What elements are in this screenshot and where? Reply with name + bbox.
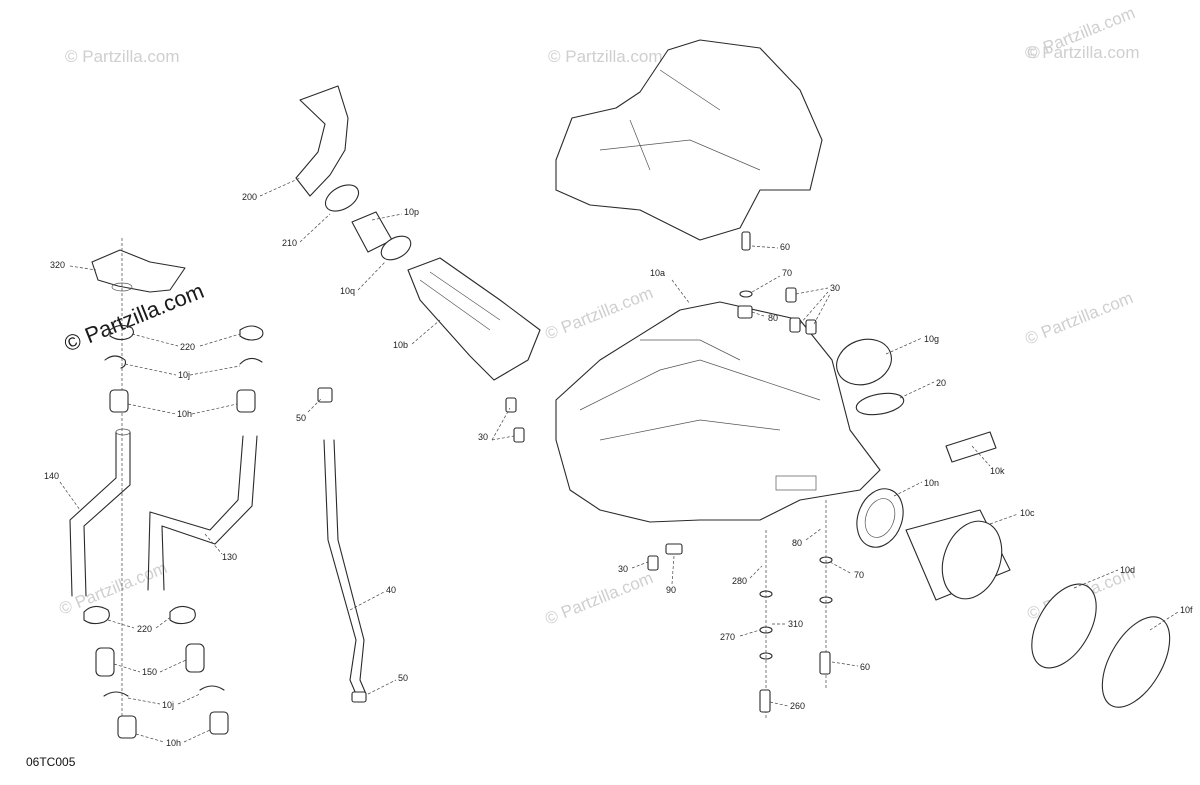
callout-label: 10k xyxy=(990,466,1005,476)
cover-10a xyxy=(555,39,823,241)
callout-label: 280 xyxy=(732,576,747,586)
callout-label: 40 xyxy=(386,585,396,595)
callout-label: 10p xyxy=(404,207,419,217)
callouts: 200 210 10p 10q 10b 320 220 10j 10h 140 … xyxy=(44,177,1193,748)
callout-label: 10b xyxy=(393,340,408,350)
intake-boot-200 xyxy=(295,85,349,197)
callout-label: 70 xyxy=(782,268,792,278)
left-hose-assembly xyxy=(69,238,367,739)
callout-label: 10q xyxy=(340,286,355,296)
callout-label: 10g xyxy=(924,334,939,344)
callout-label: 90 xyxy=(666,585,676,595)
callout-label: 10j xyxy=(162,700,174,710)
callout-label: 220 xyxy=(137,624,152,634)
callout-label: 200 xyxy=(242,192,257,202)
clamp-20 xyxy=(855,392,905,416)
callout-label: 60 xyxy=(860,662,870,672)
callout-label: 10n xyxy=(924,478,939,488)
callout-label: 150 xyxy=(142,667,157,677)
boot-10g xyxy=(836,338,892,386)
watermark-text: © Partzilla.com xyxy=(1022,288,1135,349)
diagram-reference-code: 06TC005 xyxy=(26,755,76,769)
callout-label: 10h xyxy=(166,738,181,748)
callout-label: 20 xyxy=(936,378,946,388)
callout-label: 140 xyxy=(44,471,59,481)
watermark-text: © Partzilla.com xyxy=(1025,43,1140,62)
watermark-text: © Partzilla.com xyxy=(56,558,169,619)
callout-label: 270 xyxy=(720,632,735,642)
clamp-210 xyxy=(324,184,360,212)
airbox-body xyxy=(555,301,881,523)
watermark-text: © Partzilla.com xyxy=(548,47,663,66)
intake-duct xyxy=(295,85,541,381)
callout-label: 10a xyxy=(650,268,665,278)
filter-assembly xyxy=(505,231,1171,720)
callout-label: 50 xyxy=(398,673,408,683)
callout-label: 260 xyxy=(790,701,805,711)
callout-label: 320 xyxy=(50,260,65,270)
callout-label: 310 xyxy=(788,619,803,629)
ring-10f xyxy=(1101,616,1171,708)
watermark-text: © Partzilla.com xyxy=(65,47,180,66)
seal-10n xyxy=(856,488,904,548)
label-10k xyxy=(945,431,997,463)
intake-tube-10b xyxy=(407,257,541,381)
callout-label: 10f xyxy=(1180,605,1193,615)
callout-label: 10d xyxy=(1120,565,1135,575)
callout-label: 30 xyxy=(478,432,488,442)
watermark-text: © Partzilla.com xyxy=(542,283,655,344)
callout-label: 10h xyxy=(177,409,192,419)
callout-label: 60 xyxy=(780,242,790,252)
hose-140 xyxy=(69,431,117,597)
airbox-cover xyxy=(555,39,823,241)
callout-label: 70 xyxy=(854,570,864,580)
callout-label: 80 xyxy=(768,313,778,323)
callout-label: 210 xyxy=(282,238,297,248)
hose-130 xyxy=(147,435,244,591)
callout-label: 220 xyxy=(180,342,195,352)
callout-label: 10j xyxy=(178,370,190,380)
callout-label: 50 xyxy=(296,413,306,423)
plate-320 xyxy=(91,249,186,293)
callout-label: 130 xyxy=(222,552,237,562)
clip-10j xyxy=(104,355,127,369)
hose-40 xyxy=(323,439,357,695)
callout-label: 30 xyxy=(830,283,840,293)
callout-label: 30 xyxy=(618,564,628,574)
callout-label: 80 xyxy=(792,538,802,548)
cap-10d xyxy=(1031,583,1097,669)
callout-label: 10c xyxy=(1020,508,1035,518)
airbox-10a xyxy=(555,301,881,523)
watermark-text: © Partzilla.com xyxy=(542,568,655,629)
